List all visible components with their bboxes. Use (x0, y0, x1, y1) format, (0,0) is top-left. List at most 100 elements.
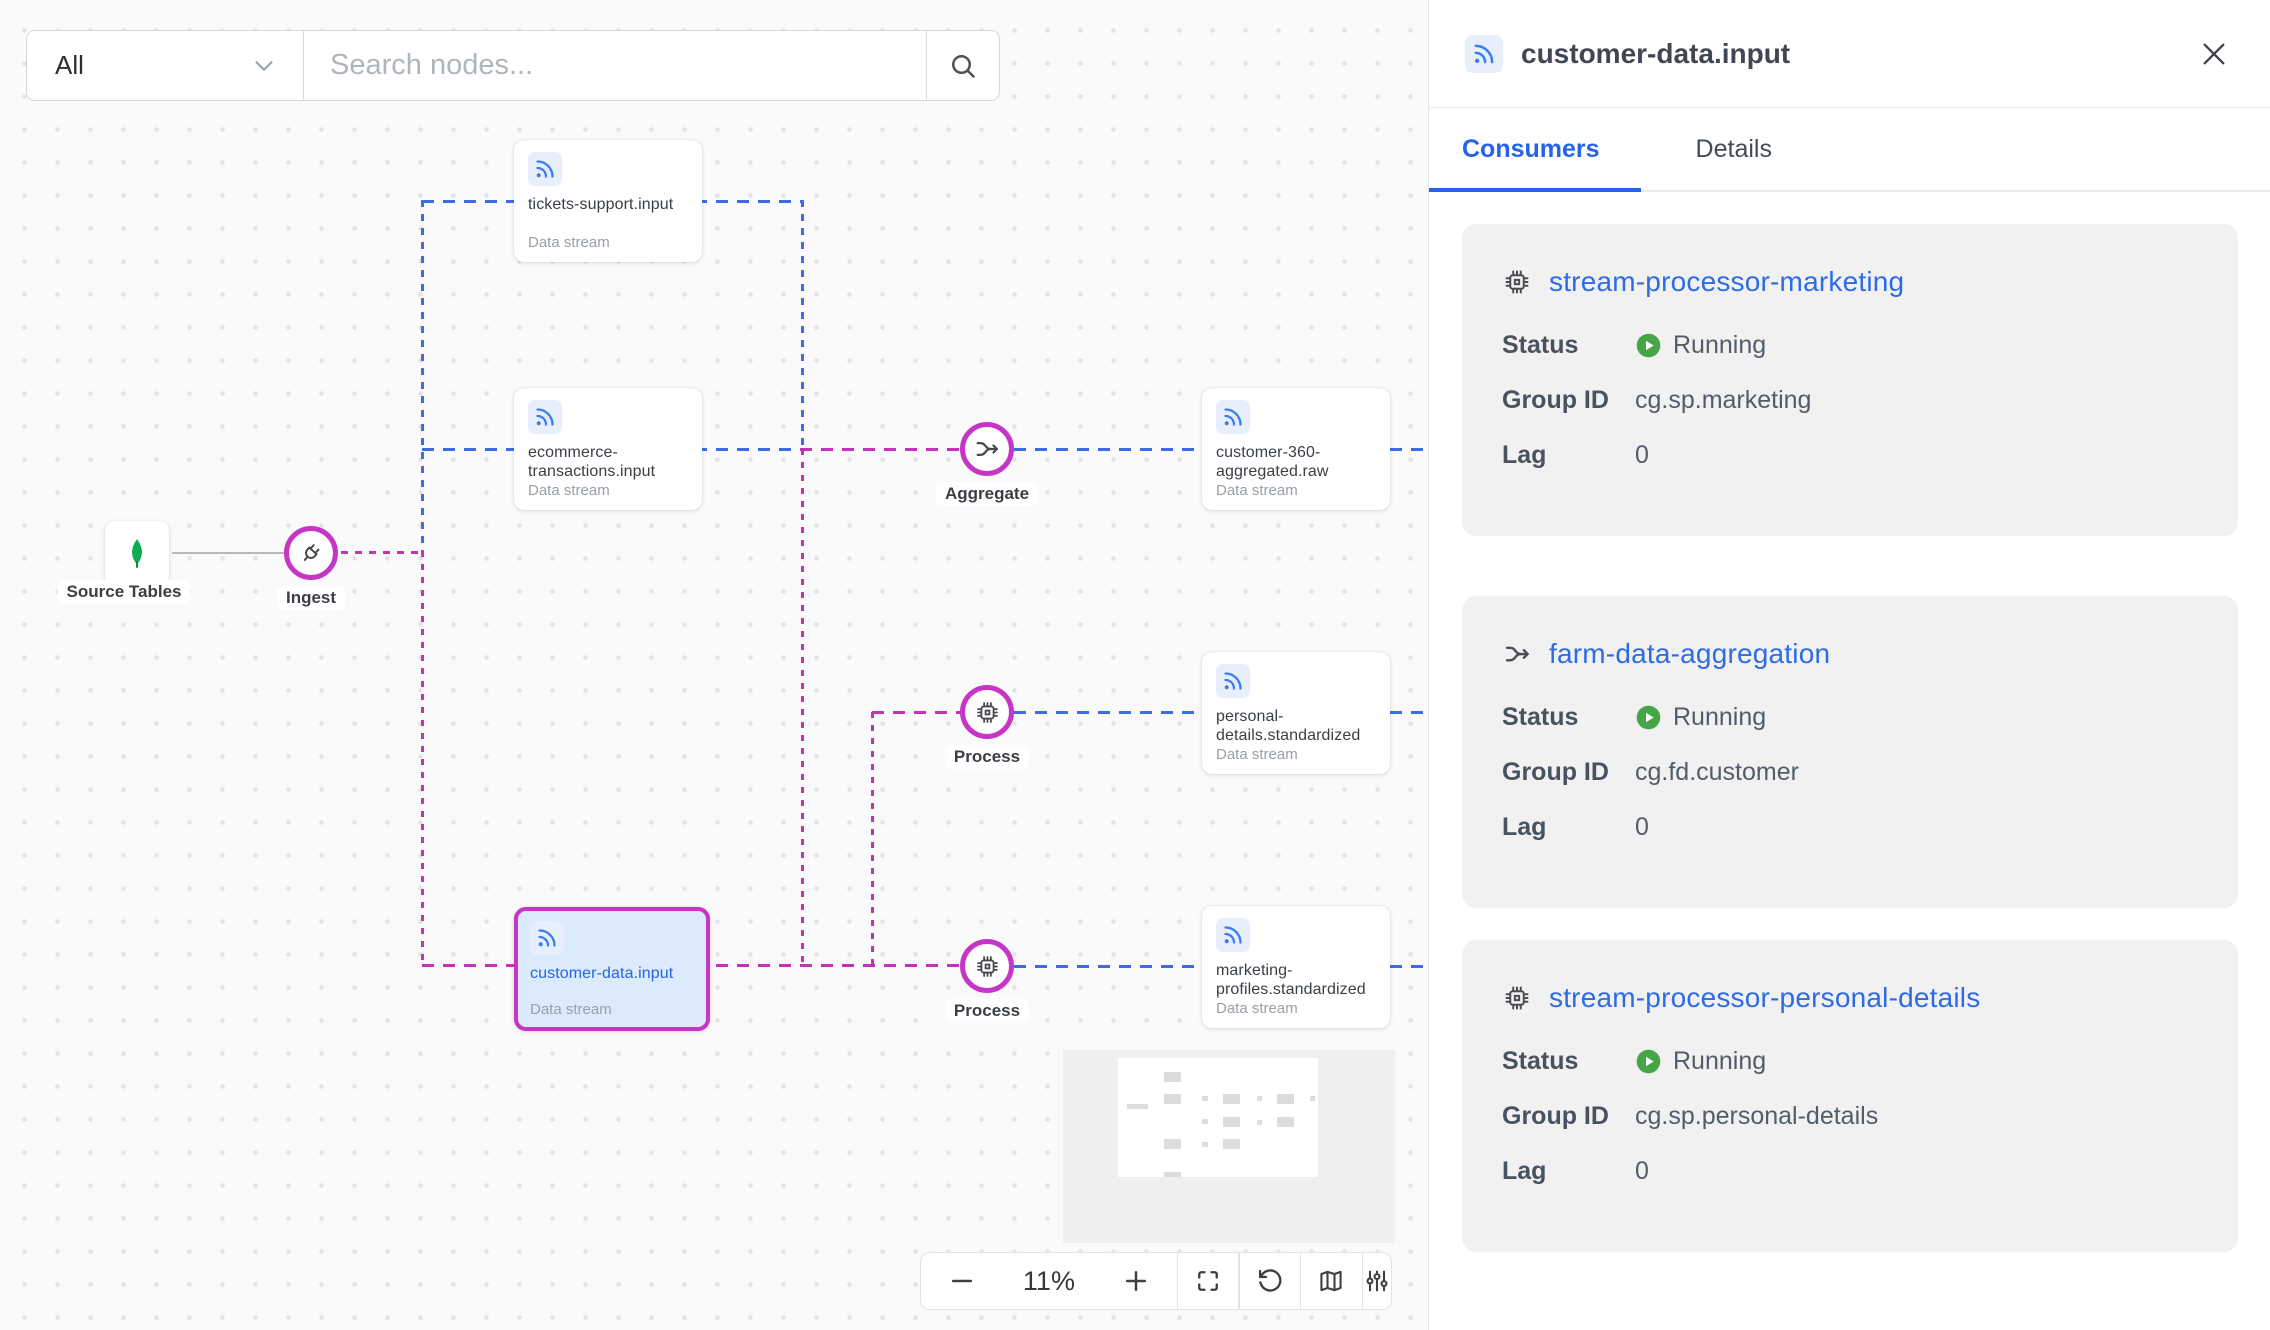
node-customer-360-aggregated-raw[interactable]: customer-360-aggregated.raw Data stream (1202, 388, 1390, 510)
consumer-card: stream-processor-marketing Status Runnin… (1462, 224, 2238, 536)
consumer-link[interactable]: farm-data-aggregation (1549, 638, 1831, 669)
minimap[interactable] (1063, 1050, 1395, 1243)
node-subtitle: Data stream (1216, 1000, 1298, 1017)
lag-value: 0 (1635, 813, 1649, 841)
node-title: ecommerce-transactions.input (528, 444, 656, 480)
field-label-lag: Lag (1502, 441, 1547, 469)
running-status-icon (1635, 1048, 1662, 1075)
chip-icon (1502, 983, 1532, 1013)
node-process-1[interactable] (960, 685, 1014, 739)
edge-customer360-out (1390, 448, 1428, 451)
consumer-card: stream-processor-personal-details Status… (1462, 940, 2238, 1252)
stream-icon (1465, 34, 1503, 73)
search-button[interactable] (927, 31, 999, 100)
close-icon (2198, 38, 2230, 70)
toggle-minimap-button[interactable] (1301, 1253, 1361, 1309)
field-label-group-id: Group ID (1502, 1102, 1609, 1130)
active-tab-indicator (1429, 188, 1641, 192)
field-label-status: Status (1502, 331, 1579, 359)
status-value: Running (1635, 703, 1766, 732)
node-ingest[interactable] (284, 526, 338, 580)
panel-tabs: Consumers Details (1429, 108, 2270, 192)
fit-view-icon (1194, 1267, 1222, 1295)
node-subtitle: Data stream (1216, 746, 1298, 763)
node-type-filter-dropdown[interactable]: All (27, 31, 304, 100)
field-label-group-id: Group ID (1502, 758, 1609, 786)
filter-selected-value: All (55, 50, 84, 80)
consumer-card: farm-data-aggregation Status Running Gro… (1462, 596, 2238, 908)
node-ecommerce-transactions-input[interactable]: ecommerce-transactions.input Data stream (514, 388, 702, 510)
node-label-aggregate: Aggregate (935, 482, 1039, 506)
reset-icon (1256, 1267, 1284, 1295)
status-value: Running (1635, 1047, 1766, 1076)
search-icon (948, 51, 978, 81)
group-id-value: cg.sp.marketing (1635, 386, 1812, 414)
node-title: marketing-profiles.standardized (1216, 962, 1366, 998)
edge-ingest-out (341, 551, 421, 554)
node-subtitle: Data stream (530, 1001, 612, 1018)
consumer-link[interactable]: stream-processor-personal-details (1549, 982, 1981, 1013)
chip-icon (974, 953, 1001, 980)
edge-process1-out (1014, 711, 1202, 714)
field-label-lag: Lag (1502, 1157, 1547, 1185)
node-label-source-tables: Source Tables (57, 580, 191, 604)
edge-mid-vertical-magenta (801, 449, 804, 966)
merge-icon (973, 435, 1001, 463)
chip-icon (974, 699, 1001, 726)
toolbar-divider (1299, 1253, 1302, 1309)
reset-view-button[interactable] (1240, 1253, 1300, 1309)
status-value: Running (1635, 331, 1766, 360)
toolbar-divider (1361, 1253, 1363, 1309)
node-marketing-profiles-standardized[interactable]: marketing-profiles.standardized Data str… (1202, 906, 1390, 1028)
zoom-level: 11% (1022, 1265, 1075, 1296)
merge-icon (1502, 639, 1532, 669)
settings-sliders-icon (1363, 1267, 1391, 1295)
node-title: customer-data.input (530, 965, 674, 982)
node-title: personal-details.standardized (1216, 708, 1361, 744)
tab-consumers[interactable]: Consumers (1462, 134, 1600, 163)
lag-value: 0 (1635, 1157, 1649, 1185)
close-panel-button[interactable] (2198, 38, 2230, 70)
node-source-tables[interactable] (105, 521, 169, 585)
node-process-2[interactable] (960, 939, 1014, 993)
edge-mid-vertical-blue (801, 200, 804, 449)
stream-icon (528, 152, 562, 186)
edge-source-ingest (172, 552, 284, 554)
node-aggregate[interactable] (960, 422, 1014, 476)
toolbar-divider (1176, 1253, 1179, 1309)
edge-left-vertical-magenta (421, 551, 424, 966)
node-customer-data-input-selected[interactable]: customer-data.input Data stream (514, 907, 710, 1031)
fit-view-button[interactable] (1178, 1253, 1238, 1309)
node-title: tickets-support.input (528, 196, 674, 213)
tab-details[interactable]: Details (1695, 134, 1772, 163)
node-subtitle: Data stream (528, 234, 610, 251)
running-status-icon (1635, 704, 1662, 731)
node-tickets-support-input[interactable]: tickets-support.input Data stream (514, 140, 702, 262)
zoom-out-button[interactable] (921, 1253, 1002, 1309)
stream-icon (528, 400, 562, 434)
running-status-icon (1635, 332, 1662, 359)
node-subtitle: Data stream (1216, 482, 1298, 499)
pipeline-canvas[interactable]: tickets-support.input Data stream ecomme… (0, 0, 1428, 1330)
edge-into-process1 (872, 711, 961, 714)
stream-icon (1216, 664, 1250, 698)
edge-left-vertical-blue (421, 200, 424, 551)
node-label-ingest: Ingest (276, 586, 346, 610)
consumer-link[interactable]: stream-processor-marketing (1549, 266, 1905, 297)
plus-icon (1121, 1266, 1151, 1296)
edge-aggregate-out (1014, 448, 1202, 451)
edge-marketing-out (1390, 965, 1428, 968)
field-label-group-id: Group ID (1502, 386, 1609, 414)
node-label-process-2: Process (944, 999, 1030, 1023)
node-title: customer-360-aggregated.raw (1216, 444, 1329, 480)
group-id-value: cg.sp.personal-details (1635, 1102, 1879, 1130)
node-personal-details-standardized[interactable]: personal-details.standardized Data strea… (1202, 652, 1390, 774)
details-panel: customer-data.input Consumers Details st… (1428, 0, 2270, 1330)
search-input[interactable] (304, 49, 926, 82)
minus-icon (947, 1266, 977, 1296)
zoom-toolbar: 11% (920, 1252, 1392, 1310)
canvas-settings-button[interactable] (1363, 1253, 1391, 1309)
zoom-in-button[interactable] (1095, 1253, 1176, 1309)
node-subtitle: Data stream (528, 482, 610, 499)
toolbar-divider (1238, 1253, 1240, 1309)
